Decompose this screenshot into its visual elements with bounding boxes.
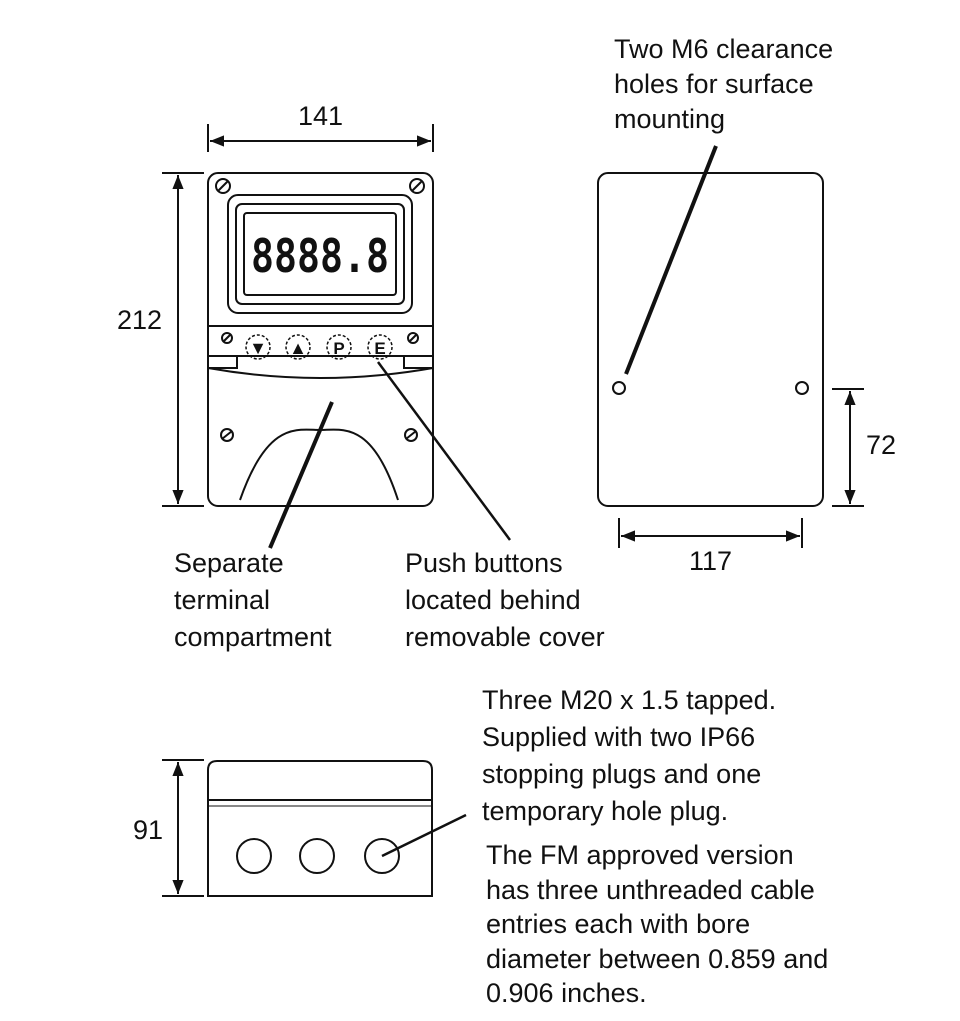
- note-line: 0.906 inches.: [486, 978, 647, 1008]
- mounting-holes-note: Two M6 clearance holes for surface mount…: [614, 32, 833, 137]
- front-width-dimension: [207, 124, 434, 152]
- cover-tab-left: [208, 355, 238, 369]
- note-line: compartment: [174, 622, 332, 652]
- terminal-compartment-note: Separate terminal compartment: [174, 545, 332, 656]
- note-line: diameter between 0.859 and: [486, 943, 829, 974]
- push-buttons-note: Push buttons located behind removable co…: [405, 545, 605, 656]
- mounting-hole-icon: [795, 381, 809, 395]
- panel-screw-icon: [221, 332, 233, 344]
- depth-dimension: [162, 759, 204, 897]
- terminal-compartment-arch: [239, 428, 399, 501]
- cable-entry-hole-icon: [236, 838, 272, 874]
- note-line: Three M20 x 1.5 tapped.: [482, 685, 777, 715]
- note-line: temporary hole plug.: [482, 796, 729, 826]
- push-button-leader: [376, 361, 512, 541]
- dimension-91: 91: [133, 815, 164, 845]
- front-view: [162, 124, 512, 549]
- rear-width-dimension: [618, 518, 803, 548]
- dimension-212: 212: [117, 305, 163, 335]
- cover-tab-right: [403, 355, 433, 369]
- note-line: The FM approved version: [486, 840, 794, 870]
- cover-screw-icon: [220, 428, 234, 442]
- removable-cover-edge: [207, 367, 434, 379]
- note-line: mounting: [614, 104, 726, 134]
- front-height-dimension: [162, 172, 204, 507]
- tapped-hole-leader: [381, 813, 467, 858]
- up-button[interactable]: ▲: [285, 334, 311, 360]
- dimension-117: 117: [689, 546, 733, 576]
- note-line: Two M6 clearance: [614, 34, 834, 64]
- note-line: holes for surface: [614, 69, 814, 99]
- note-line: Push buttons: [405, 548, 563, 578]
- cover-screw-icon: [404, 428, 418, 442]
- note-line: has three unthreaded cable: [486, 874, 815, 905]
- cable-entry-hole-icon: [364, 838, 400, 874]
- rear-view: [597, 145, 864, 548]
- rear-enclosure-body: [597, 172, 824, 507]
- display-readout: 8888.8: [251, 229, 389, 283]
- mounting-hole-icon: [612, 381, 626, 395]
- front-enclosure-body: [207, 172, 434, 507]
- up-arrow-icon: ▲: [289, 338, 307, 358]
- panel-screw-icon: [407, 332, 419, 344]
- hole-height-dimension: [832, 388, 864, 507]
- bottom-enclosure-body: [207, 760, 433, 897]
- dimension-141: 141: [298, 101, 344, 131]
- note-line: Separate: [174, 548, 284, 578]
- e-key-icon: E: [374, 339, 385, 358]
- mounting-hole-leader: [624, 145, 718, 375]
- note-line: located behind: [405, 585, 581, 615]
- down-button[interactable]: ▼: [245, 334, 271, 360]
- bottom-view: [162, 759, 467, 897]
- note-line: removable cover: [405, 622, 605, 652]
- button-panel: [207, 325, 434, 357]
- cable-entry-hole-icon: [299, 838, 335, 874]
- p-button[interactable]: P: [326, 334, 352, 360]
- note-line: stopping plugs and one: [482, 759, 762, 789]
- display-window: [243, 212, 397, 296]
- corner-screw-icon: [409, 178, 425, 194]
- e-button[interactable]: E: [367, 334, 393, 360]
- corner-screw-icon: [215, 178, 231, 194]
- fm-version-note: The FM approved version has three unthre…: [486, 838, 828, 1011]
- terminal-leader: [268, 401, 334, 549]
- push-buttons: ▼ ▲ P E: [245, 334, 393, 360]
- note-line: entries each with bore: [486, 909, 751, 939]
- p-key-icon: P: [333, 339, 344, 358]
- dimension-72: 72: [866, 430, 897, 460]
- down-arrow-icon: ▼: [249, 338, 267, 358]
- tapped-holes-note: Three M20 x 1.5 tapped. Supplied with tw…: [482, 682, 776, 830]
- note-line: terminal: [174, 585, 271, 615]
- note-line: Supplied with two IP66: [482, 722, 756, 752]
- display-bezel: [227, 194, 413, 314]
